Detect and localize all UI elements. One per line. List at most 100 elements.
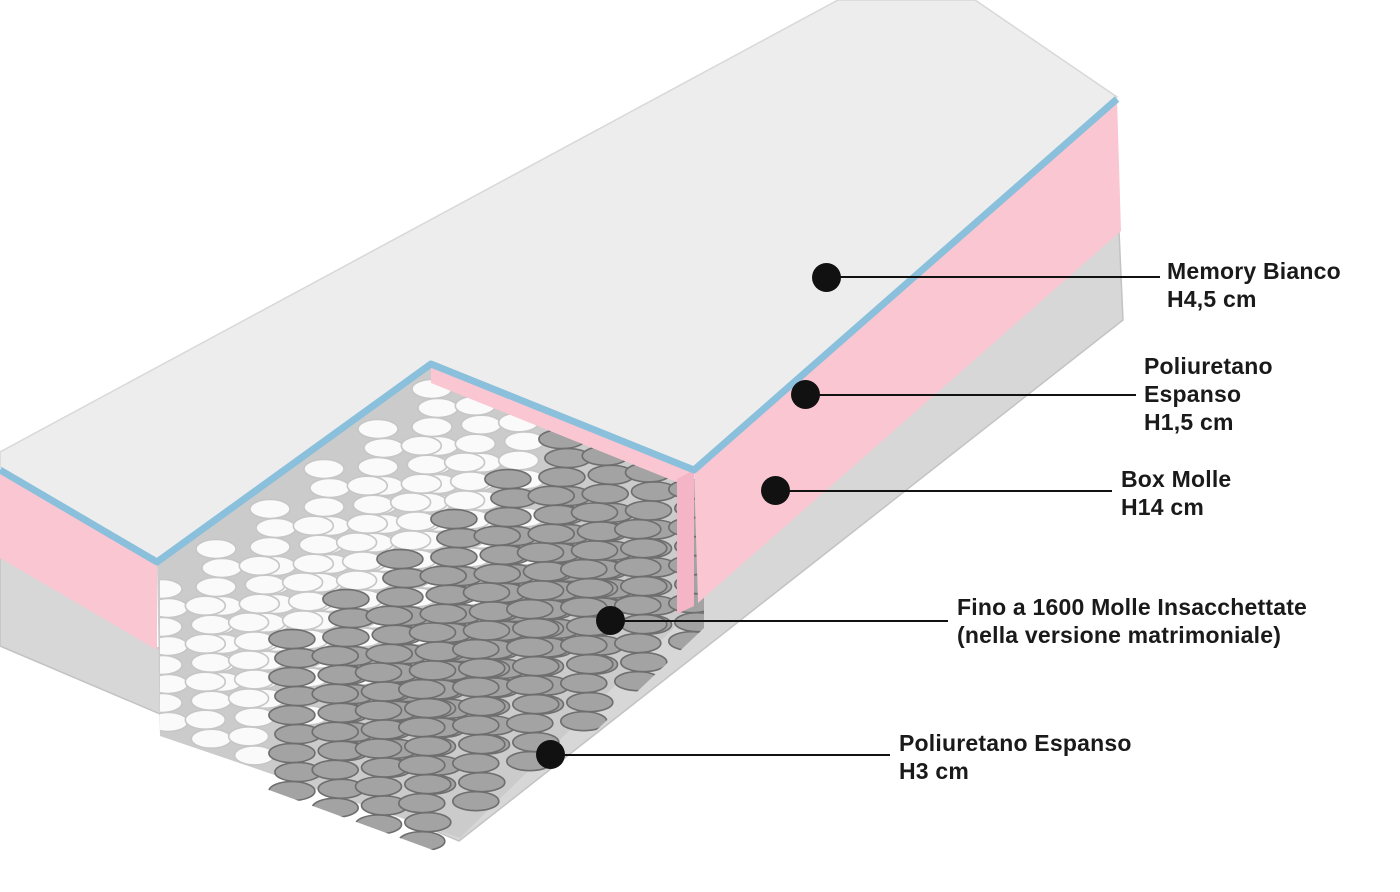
spring-coil: [233, 631, 276, 652]
spring-coil: [403, 811, 452, 833]
spring-coil: [233, 669, 276, 690]
spring-coil: [451, 714, 500, 736]
spring-coil: [570, 540, 619, 561]
spring-coil: [619, 651, 668, 673]
spring-coil: [268, 628, 316, 650]
spring-coil: [497, 450, 540, 471]
spring-coil: [190, 652, 233, 674]
pocket-spring-gray: [451, 638, 506, 812]
spring-coil: [511, 617, 560, 639]
spring-coil: [457, 771, 506, 793]
callout-label-box-molle: Box Molle H14 cm: [1121, 465, 1231, 521]
spring-coil: [354, 662, 403, 683]
callout-label-poliuretano-base: Poliuretano Espanso H3 cm: [899, 729, 1132, 785]
spring-coil: [184, 595, 227, 617]
spring-coil: [195, 576, 237, 598]
spring-coil: [457, 695, 506, 717]
spring-coil: [298, 534, 341, 556]
spring-coil: [389, 492, 432, 513]
spring-coil: [335, 570, 378, 591]
spring-coil: [462, 582, 511, 603]
spring-coil: [400, 473, 443, 495]
spring-coil: [527, 523, 576, 545]
spring-coil: [292, 515, 335, 537]
spring-coil: [457, 733, 506, 755]
spring-coil: [417, 397, 459, 419]
spring-coil: [190, 728, 233, 750]
spring-coil: [430, 546, 478, 568]
spring-coil: [184, 709, 227, 731]
spring-coil: [527, 485, 576, 507]
spring-coil: [419, 603, 468, 625]
spring-coil: [311, 759, 360, 781]
spring-coil: [389, 530, 432, 551]
callout-text-line: Espanso: [1144, 381, 1242, 407]
spring-coil: [484, 506, 532, 528]
spring-coil: [570, 502, 619, 523]
spring-coil: [365, 643, 414, 665]
spring-coil: [395, 511, 438, 532]
spring-coil: [538, 466, 586, 488]
cut-face-foam-top: [431, 364, 694, 489]
spring-coil: [503, 431, 546, 452]
spring-coil: [400, 435, 443, 457]
spring-coil: [311, 797, 360, 819]
pocket-spring-gray: [268, 628, 322, 802]
spring-coil: [613, 556, 662, 578]
spring-coil: [449, 471, 492, 492]
spring-coil: [511, 655, 560, 677]
spring-coil: [419, 565, 468, 587]
spring-coil: [238, 593, 281, 615]
spring-coil: [460, 414, 503, 436]
spring-coil: [365, 605, 414, 627]
spring-coil: [403, 735, 452, 757]
spring-coil: [341, 551, 384, 572]
spring-coil: [227, 612, 270, 633]
spring-coil: [227, 726, 270, 747]
callout-line-poliuretano-top: [806, 394, 1136, 396]
spring-coil: [430, 508, 478, 530]
spring-coil: [411, 416, 453, 438]
spring-coil: [233, 745, 276, 766]
spring-coil: [281, 572, 324, 593]
spring-coil: [227, 650, 270, 671]
spring-coil: [249, 498, 291, 520]
spring-coil: [309, 477, 351, 499]
spring-coil: [268, 666, 316, 688]
spring-coil: [581, 483, 630, 505]
spring-coil: [397, 716, 446, 738]
spring-coil: [403, 697, 452, 719]
pocket-spring-gray: [311, 645, 366, 819]
callout-line-memory: [826, 276, 1160, 278]
spring-coil: [311, 683, 360, 705]
callout-text-line: H3 cm: [899, 758, 970, 784]
callout-line-poliuretano-base: [551, 754, 890, 756]
spring-coil: [559, 558, 608, 580]
callout-text-line: H14 cm: [1121, 494, 1205, 520]
spring-coil: [233, 707, 276, 728]
spring-coil: [357, 418, 399, 440]
spring-coil: [303, 496, 345, 518]
callout-label-molle: Fino a 1600 Molle Insacchettate (nella v…: [957, 593, 1307, 649]
spring-coil: [454, 433, 497, 455]
callout-text-line: Memory Bianco: [1167, 258, 1341, 284]
spring-coil: [397, 678, 446, 700]
spring-coil: [473, 525, 522, 547]
spring-coil: [473, 563, 522, 585]
spring-coil: [451, 638, 500, 660]
spring-coil: [160, 711, 189, 733]
spring-coil: [354, 700, 403, 721]
spring-coil: [303, 458, 345, 480]
pocket-spring-white: [160, 578, 189, 733]
spring-coil: [268, 742, 316, 764]
spring-block: [160, 378, 704, 852]
pocket-spring-gray: [559, 558, 614, 732]
spring-coil: [281, 610, 324, 631]
spring-coil: [559, 672, 608, 694]
spring-coil: [462, 620, 511, 641]
spring-coil: [335, 532, 378, 553]
spring-coil: [352, 494, 395, 516]
pocket-spring-gray: [397, 678, 452, 852]
blue-trim-line: [0, 96, 1120, 566]
